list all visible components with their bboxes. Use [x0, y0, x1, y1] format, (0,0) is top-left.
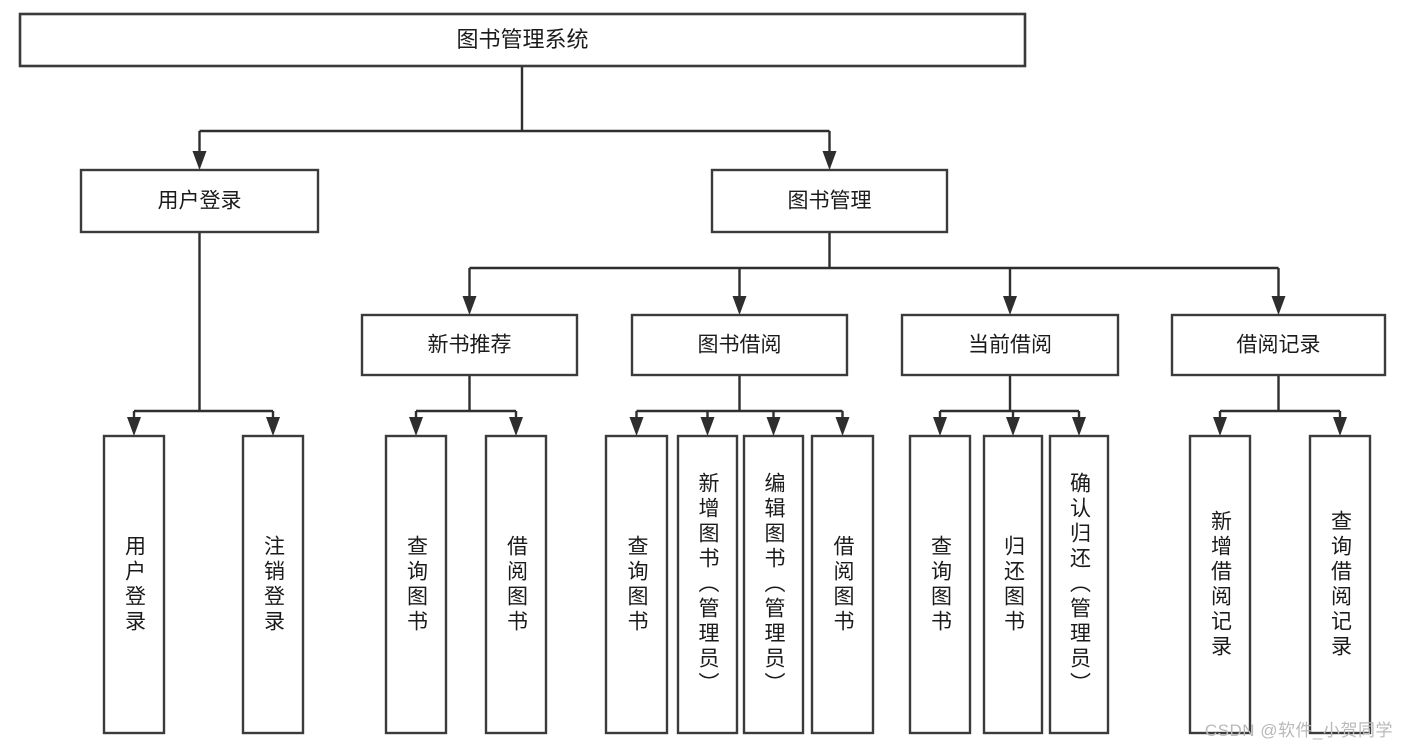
node-box-leaf-查询图书[interactable]: [908, 434, 972, 735]
node-box-图书管理[interactable]: [710, 168, 949, 234]
node-box-layer: [18, 12, 1387, 735]
arrow-head-icon-leaf-用户登录-1: [266, 417, 280, 436]
node-box-leaf-查询借阅记录[interactable]: [1308, 434, 1372, 735]
arrow-head-icon-leaf-图书借阅-1: [700, 417, 715, 436]
node-box-leaf-注销登录[interactable]: [241, 434, 305, 735]
node-label-新书推荐: 新书推荐: [428, 334, 512, 357]
arrow-head-icon-leaf-当前借阅-2: [1072, 417, 1086, 436]
arrow-head-icon-leaf-当前借阅-1: [1006, 417, 1020, 436]
node-box-leaf-归还图书[interactable]: [982, 434, 1044, 735]
node-label-图书管理: 图书管理: [788, 190, 872, 213]
arrow-head-icon-leaf-新书推荐-0: [409, 417, 423, 436]
arrow-head-icon-level2-0: [192, 151, 207, 170]
arrow-head-icon-level3-1: [732, 296, 747, 315]
node-box-leaf-新增借阅记录[interactable]: [1188, 434, 1252, 735]
arrow-head-icon-leaf-当前借阅-0: [933, 417, 947, 436]
watermark: CSDN @软件_小贺同学: [1204, 721, 1393, 740]
arrow-head-icon-leaf-借阅记录-1: [1333, 417, 1347, 436]
node-box-借阅记录[interactable]: [1170, 313, 1387, 377]
node-box-leaf-确认归还（管理员）[interactable]: [1048, 434, 1110, 735]
node-box-leaf-新增图书（管理员）[interactable]: [676, 434, 739, 735]
arrow-head-icon-level3-2: [1003, 296, 1017, 315]
arrow-head-icon-leaf-新书推荐-1: [509, 417, 523, 436]
node-label-用户登录: 用户登录: [158, 190, 242, 213]
node-label-借阅记录: 借阅记录: [1237, 334, 1321, 357]
node-box-新书推荐[interactable]: [360, 313, 579, 377]
arrow-head-icon-level2-1: [822, 151, 837, 170]
node-box-root[interactable]: [18, 12, 1027, 68]
node-box-当前借阅[interactable]: [900, 313, 1120, 377]
node-box-用户登录[interactable]: [79, 168, 320, 234]
arrow-head-icon-leaf-图书借阅-0: [629, 417, 644, 436]
arrow-head-icon-leaf-图书借阅-3: [835, 417, 850, 436]
node-label-图书借阅: 图书借阅: [698, 334, 782, 357]
arrow-head-icon-leaf-借阅记录-0: [1213, 417, 1227, 436]
node-box-leaf-查询图书[interactable]: [604, 434, 669, 735]
arrow-head-icon-level3-0: [462, 296, 477, 315]
arrow-head-icon-leaf-图书借阅-2: [766, 417, 781, 436]
arrow-head-icon-leaf-用户登录-0: [127, 417, 141, 436]
node-box-leaf-借阅图书[interactable]: [484, 434, 548, 735]
node-box-leaf-用户登录[interactable]: [102, 434, 166, 735]
arrow-head-icon-level3-3: [1271, 296, 1286, 315]
node-label-root: 图书管理系统: [456, 27, 588, 52]
node-box-leaf-借阅图书[interactable]: [810, 434, 875, 735]
node-box-leaf-查询图书[interactable]: [384, 434, 448, 735]
node-box-leaf-编辑图书（管理员）[interactable]: [742, 434, 805, 735]
node-label-当前借阅: 当前借阅: [968, 334, 1052, 357]
node-box-图书借阅[interactable]: [630, 313, 849, 377]
connector-layer: [127, 66, 1347, 436]
